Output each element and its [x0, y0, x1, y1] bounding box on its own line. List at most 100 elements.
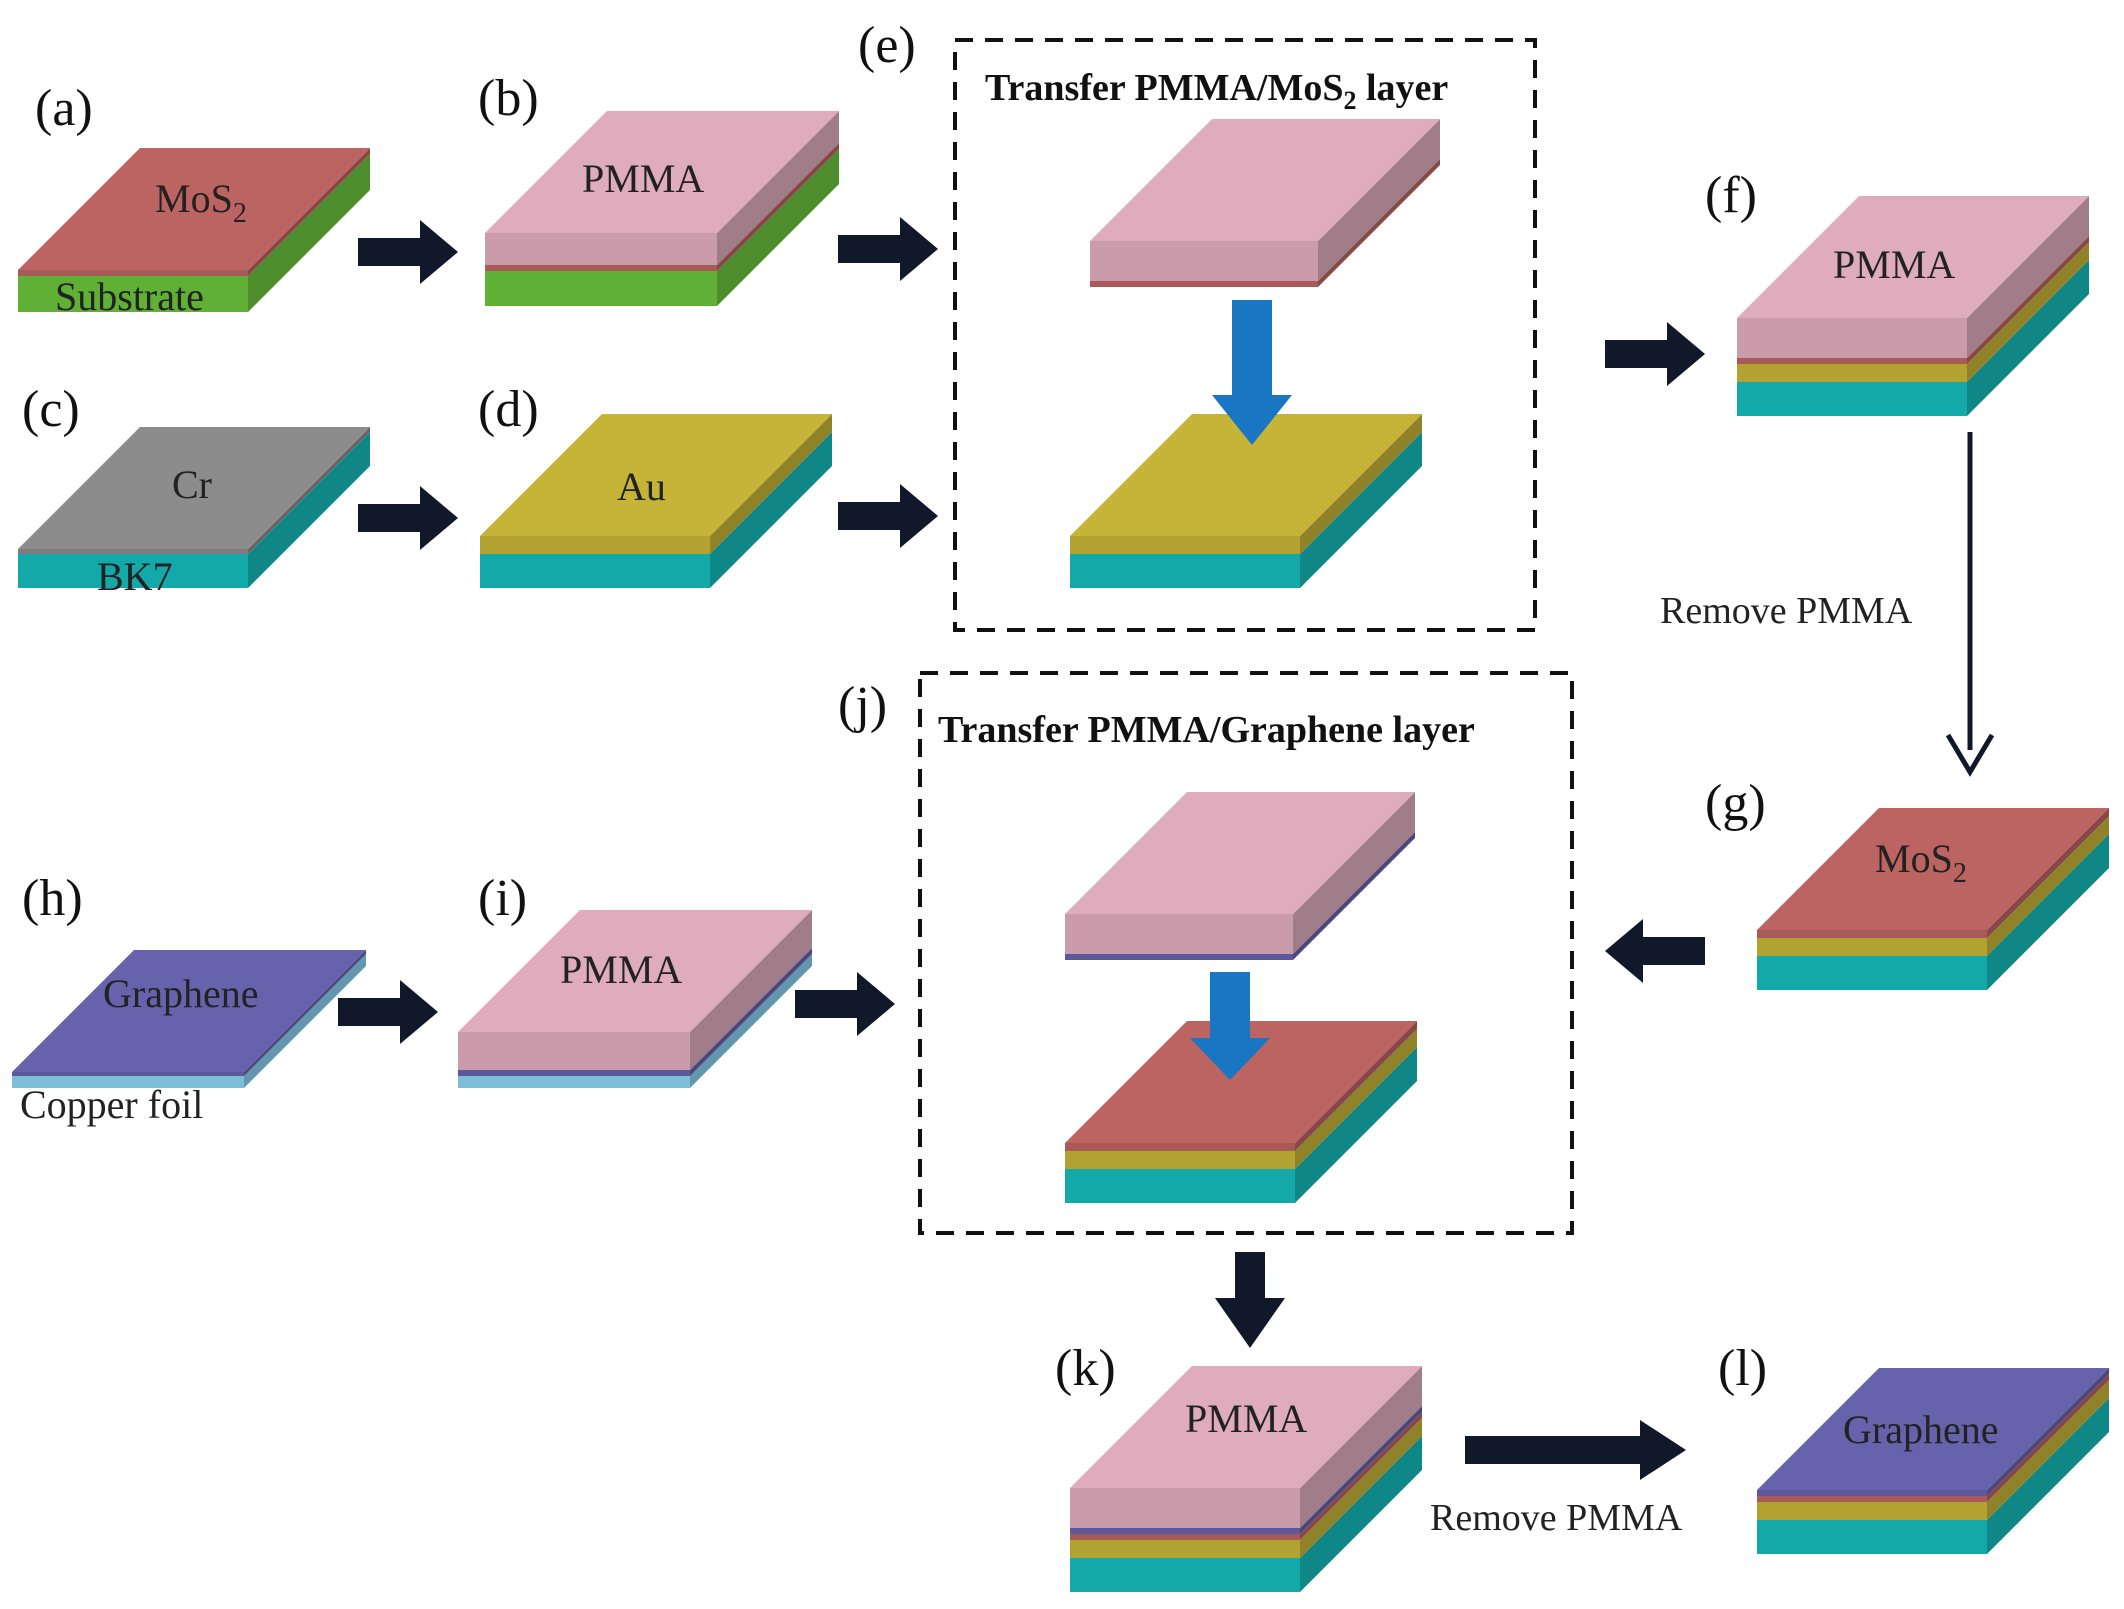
stack-b-side-2 — [717, 111, 839, 265]
stack-b-front-1 — [485, 265, 717, 271]
stack-k-side-1 — [1300, 1418, 1422, 1558]
stack-f-side-3 — [1967, 196, 2089, 358]
label-d-top: Au — [617, 464, 666, 509]
stack-g-side-2 — [1987, 808, 2109, 938]
stack-e-top-front-1 — [1090, 241, 1318, 281]
panel-label-c: (c) — [22, 381, 80, 438]
arrow-c-to-d — [358, 486, 458, 550]
stack-j-top-side-0 — [1293, 832, 1415, 960]
stack-l-front-1 — [1757, 1502, 1987, 1520]
label-a-top: MoS2 — [155, 176, 247, 229]
stack-k-side-3 — [1300, 1406, 1422, 1534]
arrow-e-to-f — [1605, 322, 1705, 386]
stack-a-side-0 — [248, 154, 370, 312]
stack-e-bottom-front-1 — [1070, 536, 1300, 554]
stack-e-top-side-1 — [1318, 119, 1440, 281]
stack-d-top — [480, 414, 832, 536]
stack-e-bottom-side-0 — [1300, 432, 1422, 588]
arrow-k-to-l — [1465, 1420, 1686, 1480]
stack-i-side-2 — [690, 910, 812, 1070]
stack-g-front-0 — [1757, 956, 1987, 990]
panel-label-k: (k) — [1055, 1340, 1116, 1397]
stack-i-front-2 — [458, 1032, 690, 1070]
stack-c-front-0 — [18, 554, 248, 588]
arrow-j-to-k — [1215, 1252, 1285, 1348]
stack-a-front-0 — [18, 276, 248, 312]
stack-d-side-1 — [710, 414, 832, 554]
stack-b-front-2 — [485, 233, 717, 265]
stack-l-side-2 — [1987, 1374, 2109, 1502]
stack-k-side-4 — [1300, 1366, 1422, 1528]
stack-j-bottom-side-1 — [1295, 1029, 1417, 1169]
stack-i-front-1 — [458, 1070, 690, 1076]
stack-l-front-3 — [1757, 1490, 1987, 1496]
stack-k-front-2 — [1070, 1534, 1300, 1540]
stack-j-top-side-1 — [1293, 792, 1415, 954]
stack-c-side-0 — [248, 432, 370, 588]
label-g-top: MoS2 — [1875, 836, 1967, 889]
stack-j-top-front-0 — [1065, 954, 1293, 960]
stack-j-bottom-front-2 — [1065, 1143, 1295, 1151]
stack-l-side-0 — [1987, 1398, 2109, 1554]
transfer-box-j — [918, 671, 1574, 1235]
stack-l-side-3 — [1987, 1368, 2109, 1496]
stack-a-top — [18, 148, 370, 270]
stack-b-top — [485, 111, 839, 233]
panel-label-i: (i) — [478, 870, 527, 927]
stack-i-top — [458, 910, 812, 1032]
stack-h-front-0 — [12, 1076, 244, 1088]
transfer-arrow-e — [1212, 300, 1292, 445]
stack-d-side-0 — [710, 432, 832, 588]
panel-label-e: (e) — [858, 17, 916, 74]
stack-g-side-0 — [1987, 834, 2109, 990]
panel-label-a: (a) — [35, 80, 93, 137]
stack-g-front-2 — [1757, 930, 1987, 938]
stack-e-bottom-side-1 — [1300, 414, 1422, 554]
stack-j-bottom-top — [1065, 1021, 1417, 1143]
stack-h-side-1 — [244, 950, 366, 1076]
label-b-top: PMMA — [582, 156, 704, 201]
arrow-d-to-e — [838, 484, 938, 548]
transfer-box-e — [953, 38, 1537, 632]
stack-g-side-1 — [1987, 816, 2109, 956]
label-f-top: PMMA — [1833, 242, 1955, 287]
stack-i-side-0 — [690, 954, 812, 1088]
stack-f-front-0 — [1737, 382, 1967, 416]
stack-h-front-1 — [12, 1072, 244, 1076]
panel-label-d: (d) — [478, 381, 539, 438]
step-note-k-to-l: Remove PMMA — [1430, 1497, 1683, 1539]
stack-k-front-0 — [1070, 1558, 1300, 1592]
stack-a-side-1 — [248, 148, 370, 276]
stack-f-front-1 — [1737, 364, 1967, 382]
stack-l-front-2 — [1757, 1496, 1987, 1502]
stack-j-bottom-side-0 — [1295, 1047, 1417, 1203]
panel-label-j: (j) — [838, 677, 887, 734]
stack-j-bottom-side-2 — [1295, 1021, 1417, 1151]
panel-label-b: (b) — [478, 70, 539, 127]
panel-label-l: (l) — [1718, 1340, 1767, 1397]
stack-d-front-1 — [480, 536, 710, 554]
stack-e-bottom-front-0 — [1070, 554, 1300, 588]
stack-i-front-0 — [458, 1076, 690, 1088]
stack-k-front-4 — [1070, 1488, 1300, 1528]
stack-e-top-front-0 — [1090, 281, 1318, 287]
layer-stacks — [12, 111, 2109, 1592]
caption-j: Transfer PMMA/Graphene layer — [938, 709, 1475, 751]
stack-e-top-top — [1090, 119, 1440, 241]
arrow-i-to-j — [795, 972, 895, 1036]
arrow-h-to-i — [338, 980, 438, 1044]
stack-d-front-0 — [480, 554, 710, 588]
stack-k-front-1 — [1070, 1540, 1300, 1558]
panel-label-g: (g) — [1705, 775, 1766, 832]
stack-i-side-1 — [690, 948, 812, 1076]
stack-f-side-0 — [1967, 260, 2089, 416]
stack-f-side-2 — [1967, 236, 2089, 364]
stack-j-bottom-front-0 — [1065, 1169, 1295, 1203]
stack-h-top — [12, 950, 366, 1072]
stack-j-bottom-front-1 — [1065, 1151, 1295, 1169]
arrow-a-to-b — [358, 220, 458, 284]
stack-b-front-0 — [485, 271, 717, 306]
stack-l-front-0 — [1757, 1520, 1987, 1554]
label-c-base: BK7 — [97, 554, 173, 599]
